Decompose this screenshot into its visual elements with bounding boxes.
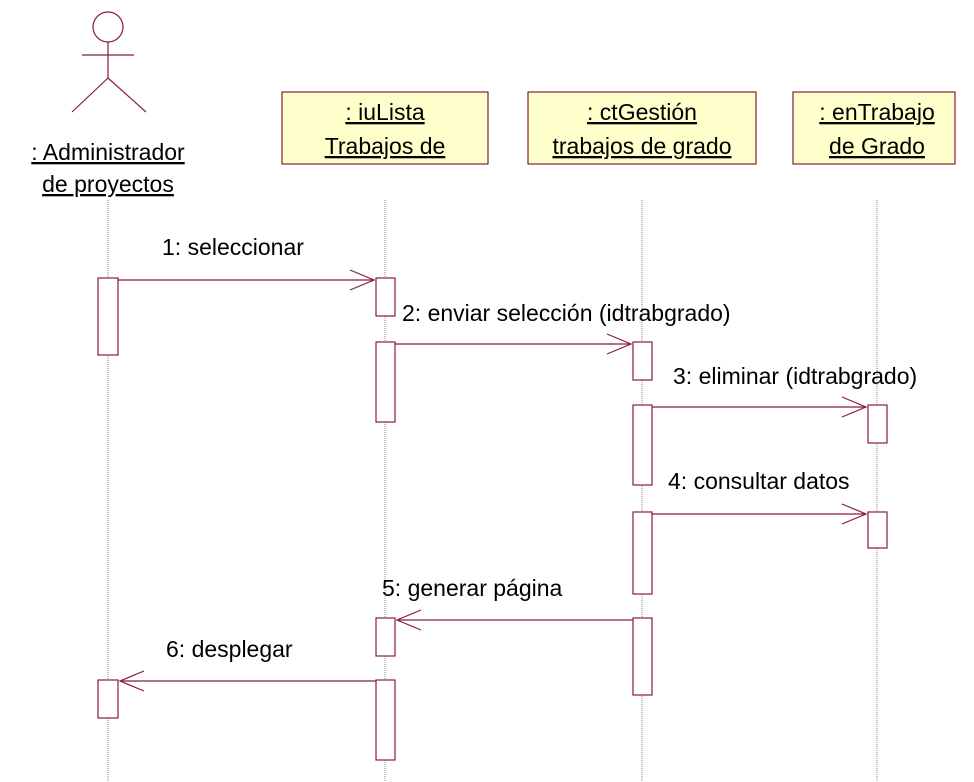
object-box [527, 91, 757, 165]
actor-right-leg [107, 77, 147, 113]
message-2: 2: enviar selección (idtrabgrado) [395, 300, 731, 355]
object-name-line1: : ctGestión [587, 99, 697, 125]
activation-iulista-1 [375, 277, 396, 317]
arrowhead-icon [349, 269, 376, 291]
activation-administrador-2 [97, 679, 119, 719]
actor-name-line1: : Administrador [31, 139, 185, 165]
message-label: 6: desplegar [166, 636, 293, 662]
activation-ctgestion-1 [632, 341, 653, 381]
message-5: 5: generar página [382, 575, 633, 631]
message-6: 6: desplegar [118, 636, 376, 692]
object-name-line2: Trabajos de [325, 133, 446, 159]
activation-ctgestion-4 [632, 617, 653, 696]
arrowhead-icon [841, 503, 868, 525]
message-3: 3: eliminar (idtrabgrado) [652, 363, 917, 418]
arrowhead-icon [841, 396, 868, 418]
arrowhead-icon [395, 609, 422, 631]
actor-figure [71, 11, 147, 113]
object-name-line2: trabajos de grado [552, 133, 731, 159]
message-label: 3: eliminar (idtrabgrado) [673, 363, 917, 389]
object-ctgestion: : ctGestión trabajos de grado [527, 91, 757, 165]
object-entrabajo: : enTrabajo de Grado [792, 91, 956, 165]
activation-ctgestion-2 [632, 404, 653, 486]
activation-ctgestion-3 [632, 511, 653, 595]
arrowhead-icon [118, 670, 145, 692]
object-name-line2: de Grado [829, 133, 925, 159]
arrowhead-icon [606, 333, 633, 355]
message-1: 1: seleccionar [118, 234, 376, 291]
message-label: 5: generar página [382, 575, 563, 601]
object-box [281, 91, 489, 165]
activation-administrador-1 [97, 277, 119, 356]
message-4: 4: consultar datos [652, 468, 868, 525]
message-label: 4: consultar datos [668, 468, 850, 494]
actor-name-line2: de proyectos [42, 171, 174, 197]
activation-entrabajo-1 [867, 404, 888, 444]
message-label: 1: seleccionar [162, 234, 304, 260]
activation-entrabajo-2 [867, 511, 888, 549]
object-name-line1: : enTrabajo [819, 99, 935, 125]
activation-iulista-3 [375, 617, 396, 657]
object-box [792, 91, 956, 165]
message-label: 2: enviar selección (idtrabgrado) [402, 300, 731, 326]
object-iulista: : iuLista Trabajos de [281, 91, 489, 165]
object-name-line1: : iuLista [345, 99, 424, 125]
activation-iulista-4 [375, 679, 396, 761]
actor-left-leg [71, 77, 109, 113]
actor-head [92, 11, 124, 43]
activation-iulista-2 [375, 341, 396, 423]
